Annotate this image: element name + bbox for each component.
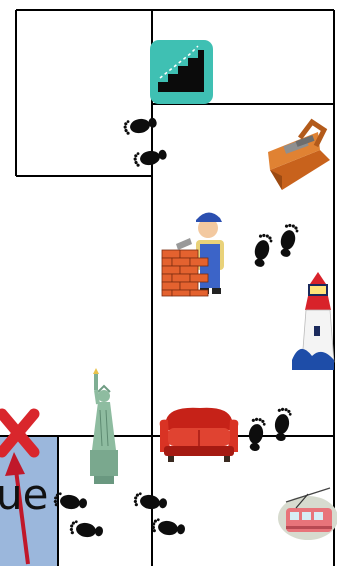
footprints-icon — [53, 115, 300, 539]
cell-fragment-text: ue — [0, 474, 48, 516]
